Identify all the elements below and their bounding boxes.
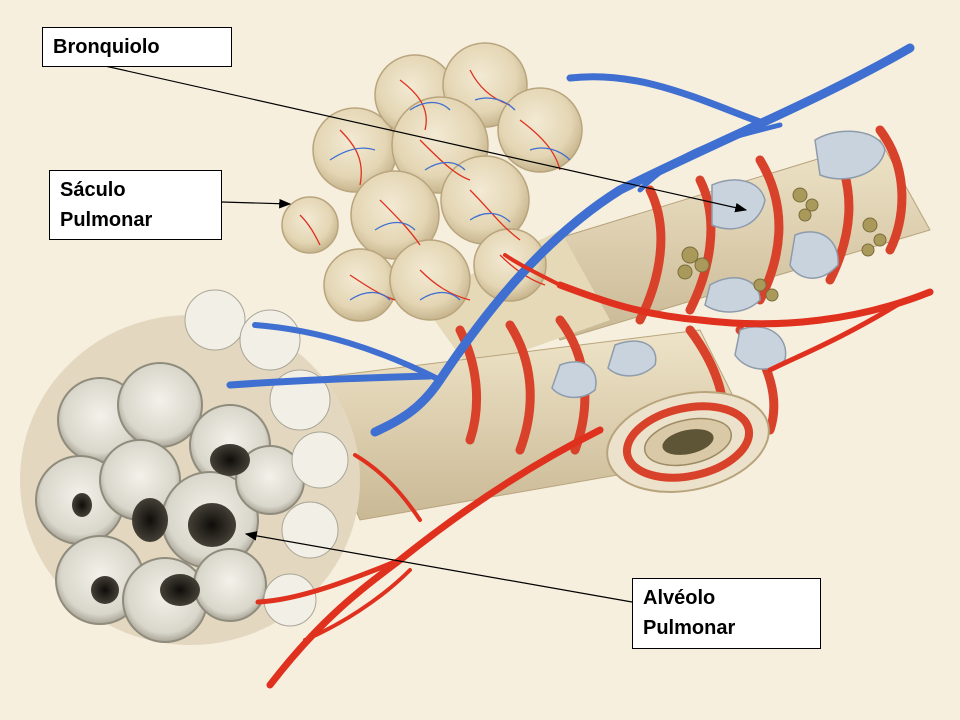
pointer-alveolo <box>244 531 633 603</box>
pulmonary-arteries <box>255 253 934 689</box>
bronchial-glands <box>677 187 887 302</box>
label-bronquiolo: Bronquiolo <box>42 27 232 67</box>
pointer-lines <box>104 65 748 603</box>
alveolar-sac-cluster <box>281 42 583 322</box>
label-alveolo-pulmonar: Alvéolo Pulmonar <box>632 578 821 649</box>
bronchiole-cross-section <box>606 391 770 493</box>
label-saculo-line-1: Sáculo <box>60 179 126 201</box>
pointer-bronquiolo <box>104 65 748 213</box>
label-alveolo-line-2: Pulmonar <box>643 617 736 639</box>
pulmonary-veins <box>226 43 915 437</box>
pointer-saculo <box>221 198 292 209</box>
label-bronquiolo-text: Bronquiolo <box>53 36 160 58</box>
label-saculo-line-2: Pulmonar <box>60 209 153 231</box>
cartilage-plates <box>551 130 886 399</box>
capillary-network <box>299 69 571 301</box>
label-saculo-pulmonar: Sáculo Pulmonar <box>49 170 222 240</box>
label-alveolo-line-1: Alvéolo <box>643 587 716 609</box>
